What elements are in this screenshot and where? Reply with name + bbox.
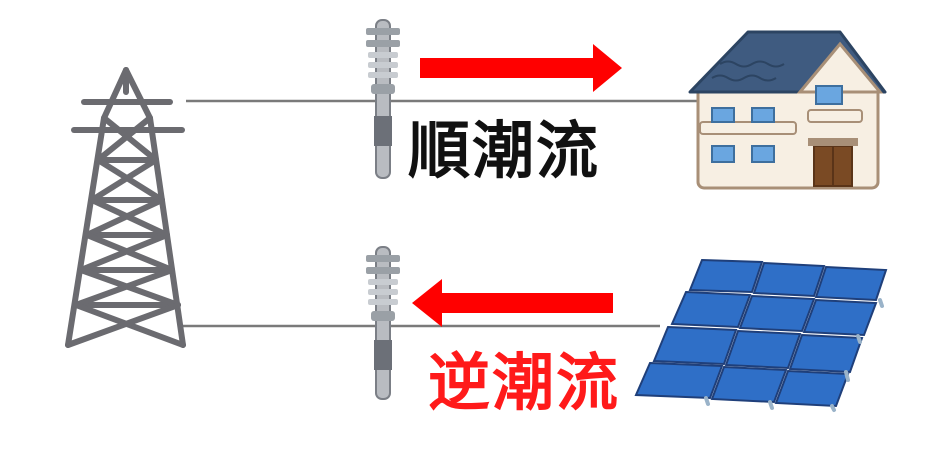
reverse-flow-label: 逆潮流 — [428, 346, 621, 419]
house-icon — [688, 30, 887, 190]
forward-flow-arrow — [420, 44, 622, 92]
utility-pole-icon — [366, 246, 400, 400]
forward-flow-label: 順潮流 — [408, 114, 601, 187]
transmission-tower-icon — [65, 67, 186, 348]
solar-panel-array-icon — [634, 258, 888, 412]
reverse-flow-arrow — [412, 279, 613, 327]
utility-pole-icon — [366, 19, 400, 179]
